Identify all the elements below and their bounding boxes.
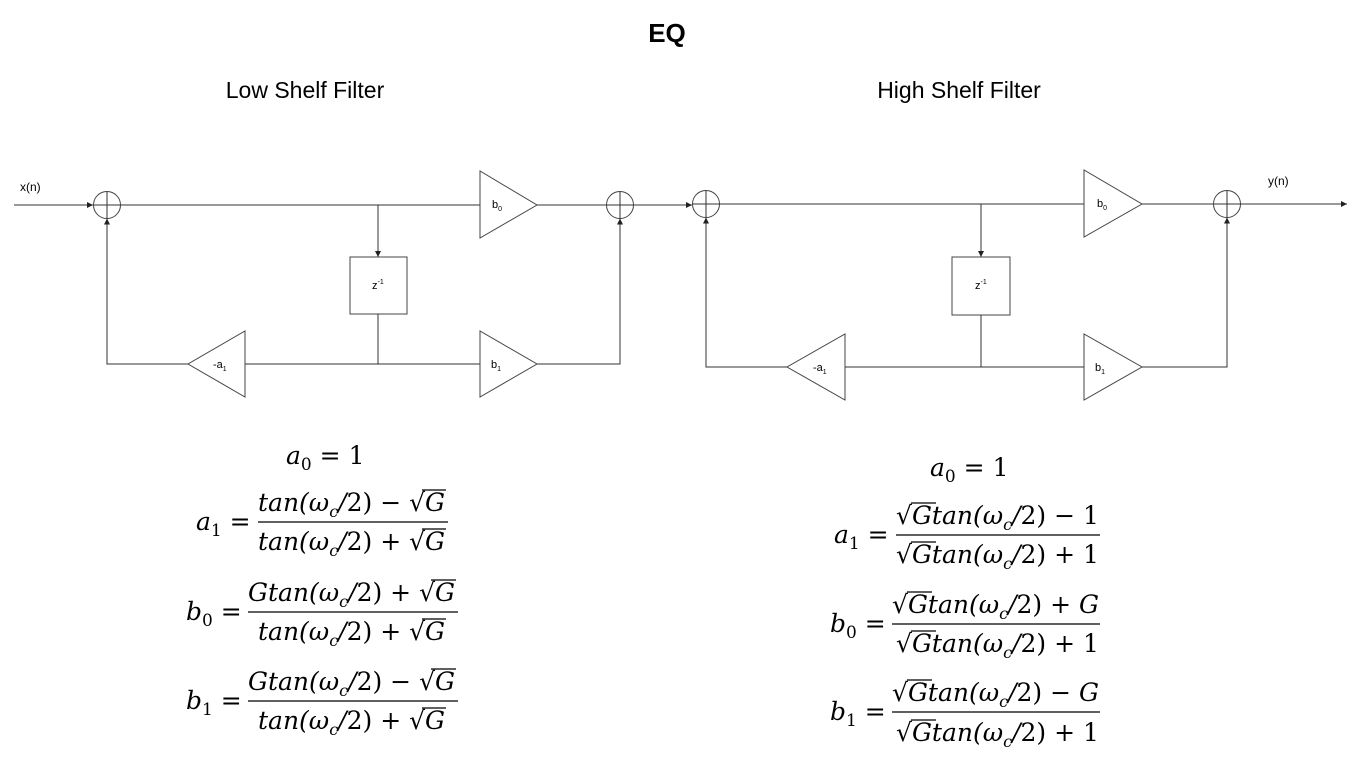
svg-text:b1 =: b1 = <box>186 686 242 720</box>
svg-text:tan(ωc/2) + √G: tan(ωc/2) + √G <box>258 527 445 560</box>
gain-b0: b0 <box>479 170 538 239</box>
svg-text:b0 =: b0 = <box>830 609 886 643</box>
svg-text:b0: b0 <box>492 199 502 213</box>
b1-out-wire-2 <box>1142 217 1230 368</box>
low-shelf-equations: a0 = 1 a1 = tan(ωc/2) − √G tan(ωc/2) + √… <box>186 441 458 739</box>
input-label: x(n) <box>20 180 41 194</box>
equation-a1: a1 = tan(ωc/2) − √G tan(ωc/2) + √G <box>196 488 448 560</box>
summing-junction-input <box>93 191 121 219</box>
equation-a1-2: a1 = √Gtan(ωc/2) − 1 √Gtan(ωc/2) + 1 <box>834 501 1100 573</box>
gain-neg-a1-2: -a1 <box>785 333 846 401</box>
svg-text:√Gtan(ωc/2) + 1: √Gtan(ωc/2) + 1 <box>896 540 1099 573</box>
low-shelf-diagram: x(n) z-1 b0 b1 <box>14 170 692 398</box>
feedback-wire-2 <box>703 217 787 368</box>
delay-block: z-1 <box>349 256 408 315</box>
svg-text:tan(ωc/2) − √G: tan(ωc/2) − √G <box>258 488 445 521</box>
svg-text:b1: b1 <box>491 359 501 373</box>
high-shelf-diagram: z-1 b0 b1 -a1 y(n) <box>692 169 1347 401</box>
svg-text:Gtan(ωc/2) + √G: Gtan(ωc/2) + √G <box>248 578 455 611</box>
svg-text:b1: b1 <box>1095 362 1105 376</box>
equation-b1: b1 = Gtan(ωc/2) − √G tan(ωc/2) + √G <box>186 667 458 739</box>
summing-junction-output-2 <box>1213 190 1241 218</box>
svg-text:-a1: -a1 <box>813 362 827 376</box>
high-shelf-equations: a0 = 1 a1 = √Gtan(ωc/2) − 1 √Gtan(ωc/2) … <box>830 453 1100 751</box>
svg-text:-a1: -a1 <box>213 359 227 373</box>
equation-a0-2: a0 = 1 <box>930 453 1008 487</box>
equation-b0-2: b0 = √Gtan(ωc/2) + G √Gtan(ωc/2) + 1 <box>830 590 1100 662</box>
page-title: EQ <box>648 18 686 48</box>
high-shelf-heading: High Shelf Filter <box>877 77 1041 103</box>
equation-b1-2: b1 = √Gtan(ωc/2) − G √Gtan(ωc/2) + 1 <box>830 678 1100 751</box>
svg-text:Gtan(ωc/2) − √G: Gtan(ωc/2) − √G <box>248 667 455 700</box>
equation-a0: a0 = 1 <box>286 441 364 475</box>
svg-text:√Gtan(ωc/2) + G: √Gtan(ωc/2) + G <box>892 590 1099 623</box>
svg-text:tan(ωc/2) + √G: tan(ωc/2) + √G <box>258 617 445 650</box>
svg-text:a1 =: a1 = <box>834 520 889 554</box>
summing-junction-output <box>606 191 634 219</box>
gain-b0-2: b0 <box>1083 169 1143 238</box>
svg-text:b0 =: b0 = <box>186 597 242 631</box>
svg-text:tan(ωc/2) + √G: tan(ωc/2) + √G <box>258 706 445 739</box>
feedback-wire <box>104 218 188 365</box>
low-shelf-heading: Low Shelf Filter <box>226 77 385 103</box>
svg-text:a1 =: a1 = <box>196 507 251 541</box>
svg-text:a0 = 1: a0 = 1 <box>930 453 1008 487</box>
summing-junction-input-2 <box>692 190 720 218</box>
svg-text:b0: b0 <box>1097 198 1107 212</box>
svg-text:b1 =: b1 = <box>830 697 886 731</box>
gain-neg-a1: -a1 <box>187 330 246 398</box>
svg-text:√Gtan(ωc/2) − 1: √Gtan(ωc/2) − 1 <box>896 501 1099 534</box>
svg-text:√Gtan(ωc/2) − G: √Gtan(ωc/2) − G <box>892 678 1099 711</box>
svg-text:√Gtan(ωc/2) + 1: √Gtan(ωc/2) + 1 <box>896 718 1099 751</box>
equation-b0: b0 = Gtan(ωc/2) + √G tan(ωc/2) + √G <box>186 578 458 650</box>
gain-b1-2: b1 <box>1083 333 1144 401</box>
b1-out-wire <box>537 218 623 365</box>
gain-b1: b1 <box>479 330 538 398</box>
output-label: y(n) <box>1268 174 1289 188</box>
svg-text:z-1: z-1 <box>975 279 987 292</box>
svg-text:a0 = 1: a0 = 1 <box>286 441 364 475</box>
svg-text:z-1: z-1 <box>372 279 384 292</box>
svg-text:√Gtan(ωc/2) + 1: √Gtan(ωc/2) + 1 <box>896 629 1099 662</box>
delay-block-2: z-1 <box>951 256 1011 316</box>
